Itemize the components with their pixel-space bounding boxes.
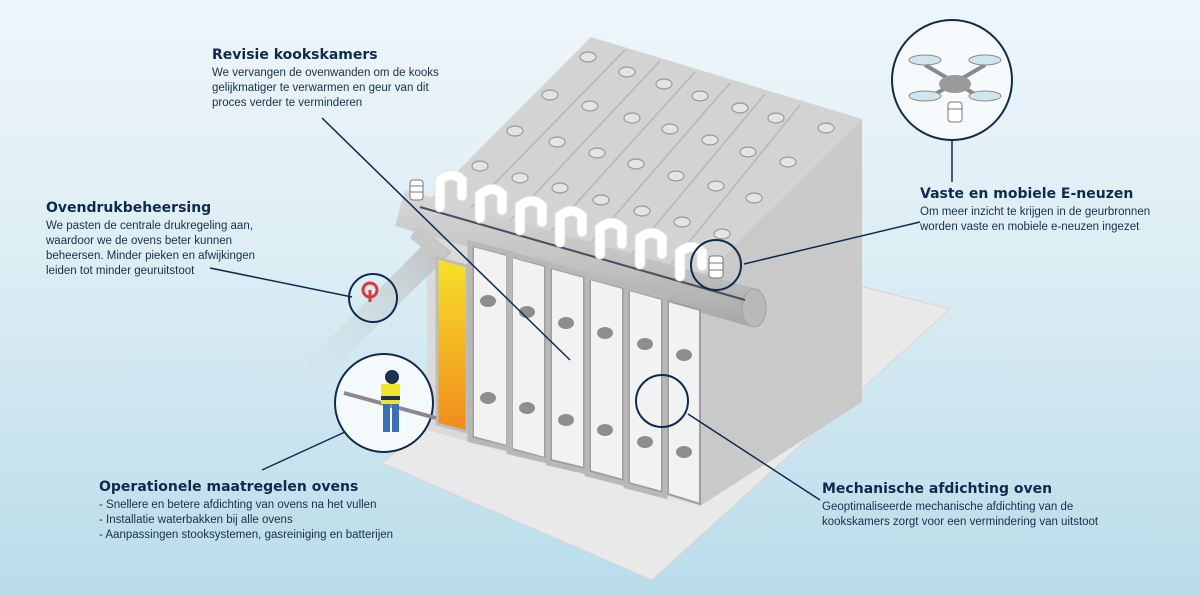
list-item: Snellere en betere afdichting van ovens … [99, 498, 419, 513]
mechanical-seal-callout [635, 374, 689, 428]
callout-line: We pasten de centrale drukregeling aan, [46, 220, 253, 232]
callout-line: Om meer inzicht te krijgen in de geurbro… [920, 206, 1151, 218]
collector-main [395, 190, 767, 328]
callout-line: leiden tot minder geuruitstoot [46, 265, 195, 277]
callout-line: beheersen. Minder pieken en afwijkingen [46, 250, 256, 262]
callout-line: Geoptimaliseerde mechanische afdichting … [822, 501, 1074, 513]
callout-line: kookskamers zorgt voor een vermindering … [822, 516, 1099, 528]
list-item: Aanpassingen stooksystemen, gasreiniging… [99, 528, 419, 543]
drone-icon [891, 19, 1013, 141]
oven-side-wall [700, 119, 862, 506]
callout-body: We vervangen de ovenwanden om de kooks g… [212, 66, 472, 111]
callout-title: Ovendrukbeheersing [46, 200, 212, 216]
callout-list: Snellere en betere afdichting van ovens … [99, 498, 419, 543]
oven-roof [427, 37, 862, 280]
callout-title: Vaste en mobiele E-neuzen [920, 186, 1134, 202]
callout-line: We vervangen de ovenwanden om de kooks [212, 67, 439, 79]
callout-line: worden vaste en mobiele e-neuzen ingezet [920, 221, 1140, 233]
hot-open-oven [435, 256, 469, 434]
ascension-pipes [434, 169, 708, 282]
callout-title: Revisie kookskamers [212, 47, 378, 63]
callout-eneuzen: Vaste en mobiele E-neuzen Om meer inzich… [920, 186, 1190, 235]
callout-mechanisch: Mechanische afdichting oven Geoptimalise… [822, 481, 1142, 530]
valve-icon [348, 273, 398, 323]
callout-line: waardoor we de ovens beter kunnen [46, 235, 233, 247]
charging-holes [471, 51, 835, 240]
e-nose-sensor-icon [409, 179, 424, 201]
callout-body: Geoptimaliseerde mechanische afdichting … [822, 500, 1142, 530]
list-item: Installatie waterbakken bij alle ovens [99, 513, 419, 528]
worker-icon [334, 353, 437, 453]
callout-title: Mechanische afdichting oven [822, 481, 1053, 497]
feed-pipe [292, 226, 452, 392]
callout-operationeel: Operationele maatregelen ovens Snellere … [99, 479, 419, 543]
leader-lines [209, 117, 953, 501]
callout-line: proces verder te verminderen [212, 97, 363, 109]
e-nose-callout [690, 239, 742, 291]
callout-title: Operationele maatregelen ovens [99, 479, 359, 495]
callout-line: gelijkmatiger te verwarmen en geur van d… [212, 82, 429, 94]
callout-body: We pasten de centrale drukregeling aan, … [46, 219, 286, 279]
callout-ovendruk: Ovendrukbeheersing We pasten de centrale… [46, 200, 286, 279]
oven-doors [435, 239, 701, 506]
callout-revisie: Revisie kookskamers We vervangen de oven… [212, 47, 472, 111]
callout-body: Om meer inzicht te krijgen in de geurbro… [920, 205, 1190, 235]
